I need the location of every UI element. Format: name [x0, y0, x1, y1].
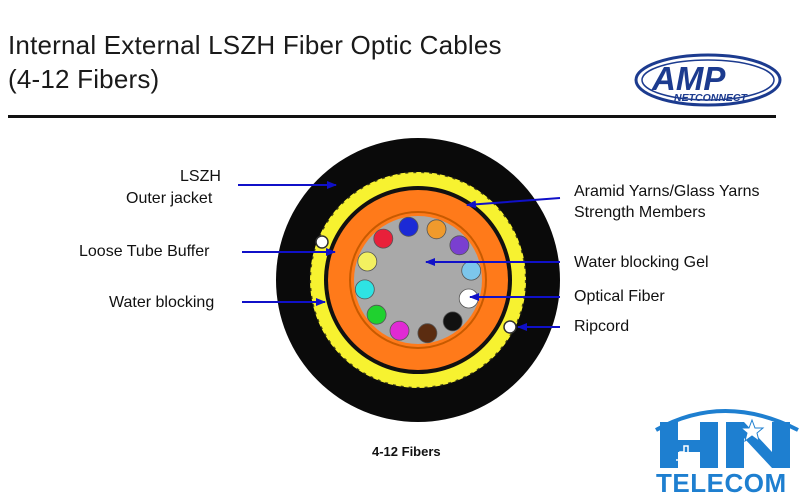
- page-title: Internal External LSZH Fiber Optic Cable…: [8, 30, 502, 60]
- fiber-violet: [449, 235, 470, 256]
- fiber-red: [373, 228, 394, 249]
- label-outer-jacket: Outer jacket: [126, 190, 213, 207]
- label-optical-fiber: Optical Fiber: [574, 288, 665, 305]
- svg-text:NETCONNECT: NETCONNECT: [674, 92, 749, 104]
- arrow-aramid: [466, 197, 561, 209]
- diagram-caption: 4-12 Fibers: [372, 444, 441, 459]
- fiber-yellow: [357, 251, 378, 272]
- label-ripcord: Ripcord: [574, 318, 630, 335]
- hn-telecom-logo: [655, 409, 799, 468]
- label-water-blocking-gel: Water blocking Gel: [574, 254, 709, 271]
- label-strength-members: Strength Members: [574, 204, 706, 221]
- page-subtitle: (4-12 Fibers): [8, 64, 160, 94]
- fiber-black: [442, 311, 463, 332]
- ripcord-left: [315, 235, 329, 249]
- water-blocking-gel: [354, 216, 482, 344]
- label-aramid-yarns: Aramid Yarns/Glass Yarns: [574, 183, 760, 200]
- title-divider: [8, 115, 776, 118]
- fiber-pink: [389, 320, 410, 341]
- telecom-watermark-text: TELECOM: [656, 468, 787, 498]
- amp-netconnect-logo: AMP NETCONNECT: [634, 53, 782, 107]
- fiber-brown: [417, 323, 438, 344]
- fiber-white: [458, 288, 479, 309]
- fiber-blue: [398, 216, 419, 237]
- fiber-orange: [426, 219, 447, 240]
- fiber-green: [366, 304, 387, 325]
- label-water-blocking: Water blocking: [109, 294, 215, 311]
- ripcord-right: [503, 320, 517, 334]
- label-lszh: LSZH: [180, 168, 221, 185]
- label-loose-tube-buffer: Loose Tube Buffer: [79, 243, 210, 260]
- fiber-light-blue: [461, 260, 482, 281]
- svg-text:AMP: AMP: [651, 60, 726, 97]
- fiber-cyan: [354, 279, 375, 300]
